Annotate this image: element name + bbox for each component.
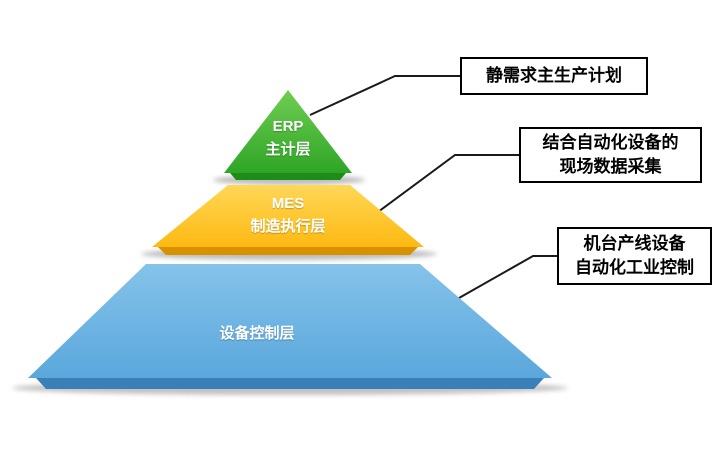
device-layer-label: 设备控制层 xyxy=(219,322,294,345)
erp-layer-label: ERP 主计层 xyxy=(265,115,310,162)
callout-mes: 结合自动化设备的 现场数据采集 xyxy=(519,127,702,183)
callout-mes-line1: 结合自动化设备的 xyxy=(542,133,679,153)
callout-device-line2: 自动化工业控制 xyxy=(575,258,694,277)
callout-mes-line2: 现场数据采集 xyxy=(559,157,662,176)
connector-line-mes xyxy=(377,154,519,213)
callout-device-line1: 机台产线设备 xyxy=(583,234,686,254)
callout-device: 机台产线设备 自动化工业控制 xyxy=(557,227,712,285)
callout-erp-text: 静需求主生产计划 xyxy=(486,66,622,86)
device-layer-title: 设备控制层 xyxy=(219,325,295,342)
mes-layer-shape xyxy=(152,185,424,247)
connector-line-device xyxy=(458,255,557,299)
mes-layer-label: MES 制造执行层 xyxy=(250,192,325,239)
connector-line-erp xyxy=(309,75,460,116)
erp-layer-title: ERP xyxy=(272,118,304,135)
device-layer-shape xyxy=(28,264,552,378)
erp-layer-edge xyxy=(230,173,346,180)
mes-layer-subtitle: 制造执行层 xyxy=(250,218,326,236)
device-layer-edge xyxy=(36,378,544,389)
mes-layer-title: MES xyxy=(271,195,305,212)
callout-erp: 静需求主生产计划 xyxy=(460,57,648,95)
mes-layer-edge xyxy=(158,247,418,255)
erp-layer-subtitle: 主计层 xyxy=(265,141,311,159)
erp-layer-shape xyxy=(224,90,352,173)
